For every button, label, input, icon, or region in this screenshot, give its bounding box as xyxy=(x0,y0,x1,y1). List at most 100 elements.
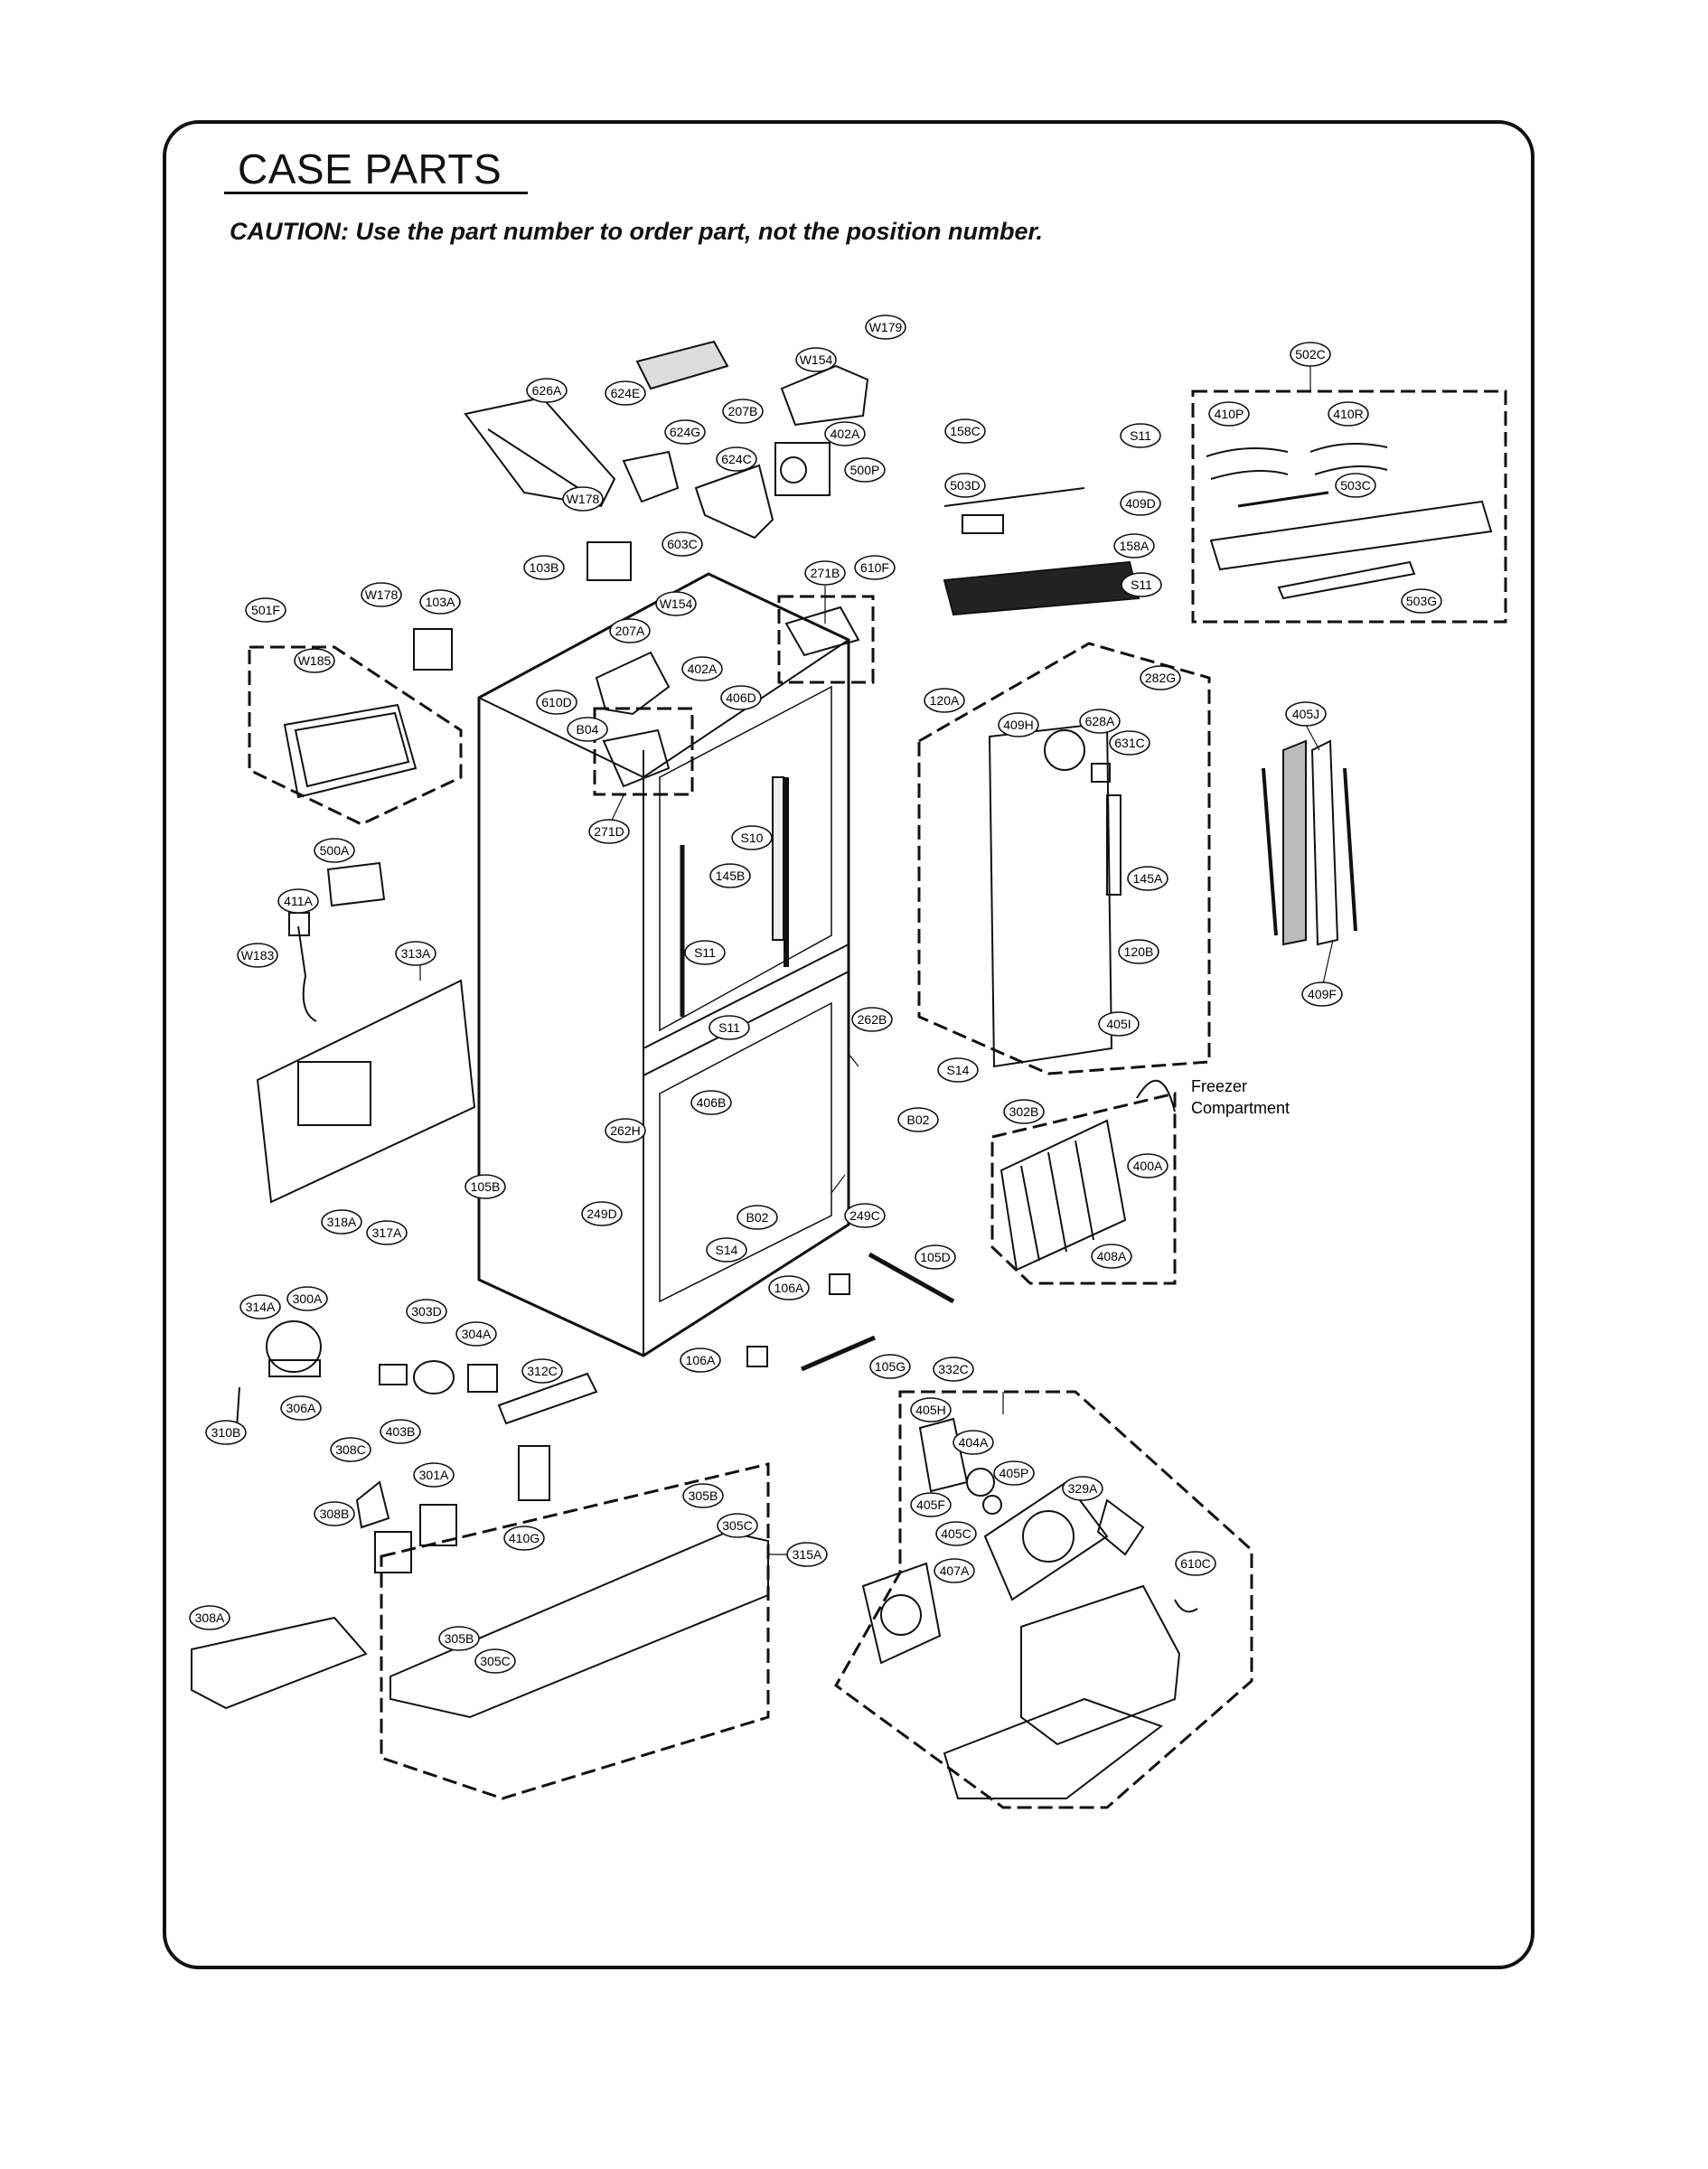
callout-label: 405I xyxy=(1106,1017,1131,1031)
callout-label: S14 xyxy=(947,1063,970,1077)
callout-403b: 403B xyxy=(380,1419,421,1444)
callout-ellipse xyxy=(286,1286,328,1311)
callout-ellipse xyxy=(1285,701,1327,727)
callout-ellipse xyxy=(804,560,846,586)
callout-ellipse xyxy=(768,1275,810,1300)
callout-ellipse xyxy=(662,531,703,557)
callout-ellipse xyxy=(1175,1551,1216,1576)
callout-label: B02 xyxy=(907,1113,930,1127)
callout-label: 271D xyxy=(594,824,624,839)
callout-310b: 310B xyxy=(205,1420,247,1445)
callout-503g: 503G xyxy=(1401,588,1442,614)
callout-label: 624E xyxy=(611,386,641,400)
callout-308a: 308A xyxy=(189,1605,230,1630)
callout-s11: S11 xyxy=(684,940,726,965)
callout-ellipse xyxy=(1401,588,1442,614)
callout-label: 610F xyxy=(860,560,889,575)
callout-308c: 308C xyxy=(330,1437,371,1462)
callout-ellipse xyxy=(1091,1244,1132,1269)
callout-313a: 313A xyxy=(395,941,436,966)
callout-603c: 603C xyxy=(662,531,703,557)
callout-249d: 249D xyxy=(581,1201,623,1226)
callout-label: 305B xyxy=(445,1631,474,1646)
callout-ellipse xyxy=(655,591,697,616)
callout-w179: W179 xyxy=(865,315,906,340)
callout-624e: 624E xyxy=(605,380,646,406)
callout-262h: 262H xyxy=(605,1118,646,1143)
callout-label: S14 xyxy=(716,1243,738,1257)
callout-ellipse xyxy=(786,1542,828,1567)
callout-label: 405C xyxy=(941,1526,971,1541)
callout-ellipse xyxy=(567,717,608,742)
callout-500a: 500A xyxy=(314,838,355,863)
callout-ellipse xyxy=(795,347,837,372)
callout-label: 305C xyxy=(480,1654,510,1668)
callout-610f: 610F xyxy=(854,555,896,580)
callout-label: 631C xyxy=(1114,736,1144,750)
callout-271b: 271B xyxy=(804,560,846,586)
callout-w178: W178 xyxy=(562,486,604,512)
callout-label: 410P xyxy=(1215,407,1244,421)
cabinet xyxy=(477,572,850,1357)
callout-ellipse xyxy=(1079,709,1121,734)
callout-label: 406B xyxy=(697,1095,727,1110)
callout-ellipse xyxy=(205,1420,247,1445)
callout-label: 501F xyxy=(251,603,280,617)
callout-label: 317A xyxy=(372,1225,402,1240)
callout-302b: 302B xyxy=(1003,1099,1045,1124)
callout-ellipse xyxy=(993,1460,1035,1486)
callout-ellipse xyxy=(245,597,286,623)
callout-106a: 106A xyxy=(680,1347,721,1373)
callout-305c: 305C xyxy=(717,1513,758,1538)
callout-306a: 306A xyxy=(280,1395,322,1421)
callout-ellipse xyxy=(844,457,886,483)
callout-label: W154 xyxy=(800,352,833,367)
callout-label: 312C xyxy=(527,1364,557,1378)
callout-ellipse xyxy=(706,1237,747,1263)
callout-ellipse xyxy=(237,943,278,968)
callout-label: 329A xyxy=(1068,1481,1098,1496)
callout-ellipse xyxy=(869,1354,911,1379)
callout-ellipse xyxy=(680,1347,721,1373)
callout-303d: 303D xyxy=(406,1299,447,1324)
callout-w154: W154 xyxy=(655,591,697,616)
callout-label: 408A xyxy=(1097,1249,1127,1263)
callout-label: 409F xyxy=(1308,987,1337,1001)
callout-label: 624C xyxy=(721,452,751,466)
callout-label: 603C xyxy=(667,537,697,551)
callout-ellipse xyxy=(503,1526,545,1551)
callout-label: 405H xyxy=(915,1403,945,1417)
callout-ellipse xyxy=(924,688,965,713)
callout-ellipse xyxy=(737,1205,778,1230)
callout-409h: 409H xyxy=(998,712,1039,737)
callout-ellipse xyxy=(526,378,568,403)
callout-label: 503C xyxy=(1340,478,1370,493)
callout-ellipse xyxy=(330,1437,371,1462)
callout-315a: 315A xyxy=(786,1542,828,1567)
callout-label: 305B xyxy=(689,1488,718,1503)
callout-ellipse xyxy=(562,486,604,512)
callout-label: 303D xyxy=(411,1304,441,1319)
callout-ellipse xyxy=(690,1090,732,1115)
callout-label: 610C xyxy=(1180,1556,1210,1571)
callout-label: 103A xyxy=(426,595,455,609)
callout-120b: 120B xyxy=(1118,939,1159,964)
callout-label: 120B xyxy=(1124,944,1154,959)
callout-406d: 406D xyxy=(720,685,762,710)
callout-ellipse xyxy=(1109,730,1150,756)
callout-label: 403B xyxy=(386,1424,416,1439)
callout-ellipse xyxy=(716,446,757,472)
callout-410p: 410P xyxy=(1208,401,1250,427)
callout-label: S11 xyxy=(1130,428,1151,443)
callout-ellipse xyxy=(413,1462,455,1488)
callout-ellipse xyxy=(1335,473,1376,498)
callout-label: 411A xyxy=(284,894,313,908)
callout-b04: B04 xyxy=(567,717,608,742)
callout-label: 405J xyxy=(1292,707,1319,721)
callout-318a: 318A xyxy=(321,1209,362,1235)
callout-624g: 624G xyxy=(664,419,706,445)
callout-ellipse xyxy=(605,380,646,406)
callout-ellipse xyxy=(1121,572,1162,597)
callout-626a: 626A xyxy=(526,378,568,403)
